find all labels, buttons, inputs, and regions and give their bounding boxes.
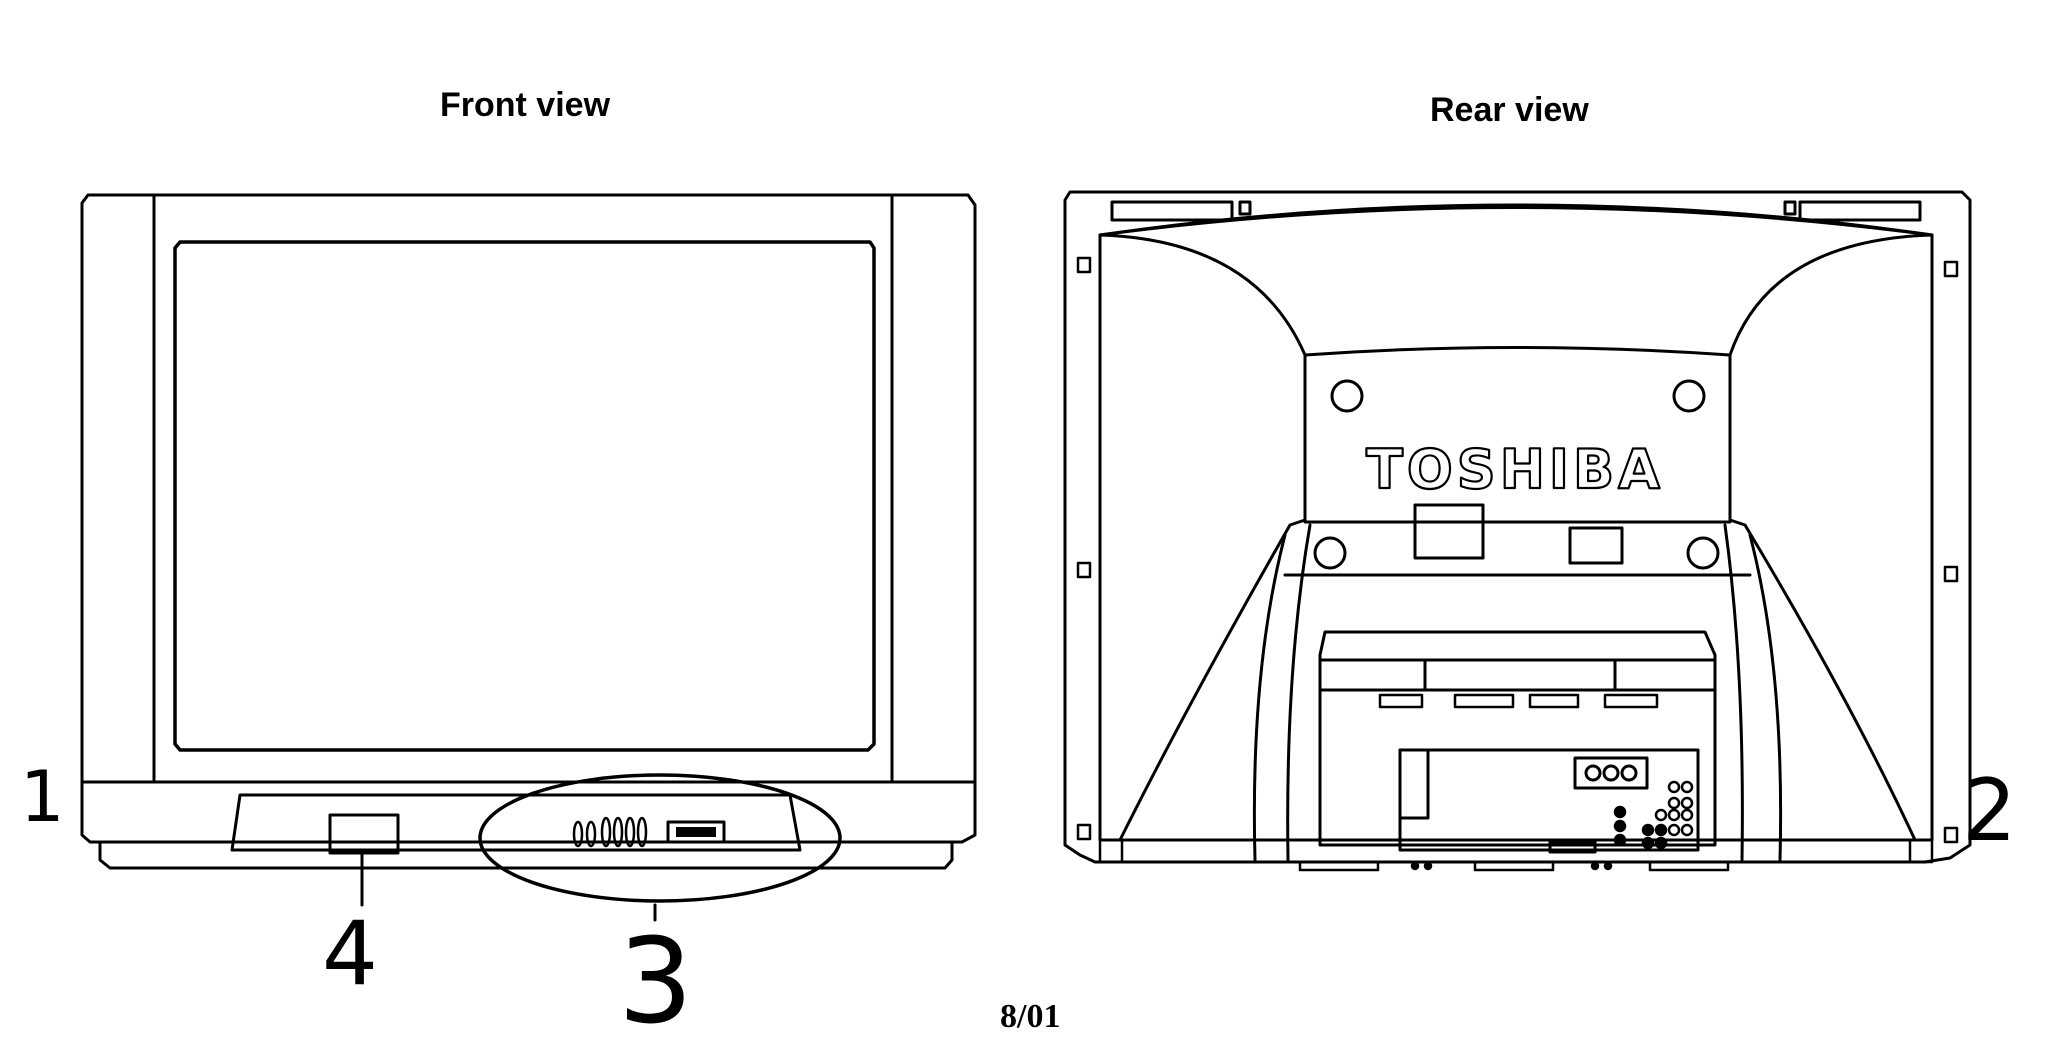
front-stand <box>98 840 954 870</box>
callout-2: 2 <box>1962 761 2017 861</box>
rear-vent-slots <box>1378 693 1659 709</box>
rear-connector-panel <box>1398 748 1700 852</box>
screw-bottom-right <box>1686 536 1720 570</box>
front-control-buttons <box>572 816 648 848</box>
rear-label-small <box>1568 526 1624 565</box>
callout-4: 4 <box>322 902 378 1005</box>
side-mounting-tabs <box>1076 256 1959 844</box>
rear-label-large <box>1413 503 1485 560</box>
rear-cabinet-outline <box>1063 190 1972 864</box>
rear-view-title: Rear view <box>1430 91 1589 129</box>
rear-right-shoulder <box>1728 233 1934 842</box>
callout-3-ellipse <box>478 773 842 903</box>
callout-1: 1 <box>20 756 65 838</box>
av-input-jacks <box>1613 780 1694 850</box>
date-code: 8/01 <box>1000 998 1061 1035</box>
top-vent-left <box>1110 200 1234 222</box>
front-view-tv <box>80 193 977 922</box>
toshiba-logo: TOSHIBA <box>1366 438 1664 501</box>
rear-terminal-housing <box>1318 630 1717 847</box>
rear-view-tv: TOSHIBA <box>1063 190 1972 872</box>
screw-top-right <box>1672 379 1706 413</box>
ir-sensor-window <box>328 813 400 855</box>
power-switch <box>666 820 726 844</box>
callout-3: 3 <box>618 912 694 1050</box>
top-vent-right <box>1798 200 1922 222</box>
screw-bottom-left <box>1313 536 1347 570</box>
front-cabinet-outline <box>80 193 977 844</box>
front-control-panel <box>230 793 802 852</box>
av-jack-block <box>1573 756 1649 790</box>
front-screen <box>173 240 876 752</box>
front-view-title: Front view <box>440 86 611 124</box>
screw-top-left <box>1330 379 1364 413</box>
rear-bottom-details <box>1098 838 1934 872</box>
rear-left-shoulder <box>1098 233 1307 842</box>
rear-logo-plate <box>1303 346 1732 524</box>
